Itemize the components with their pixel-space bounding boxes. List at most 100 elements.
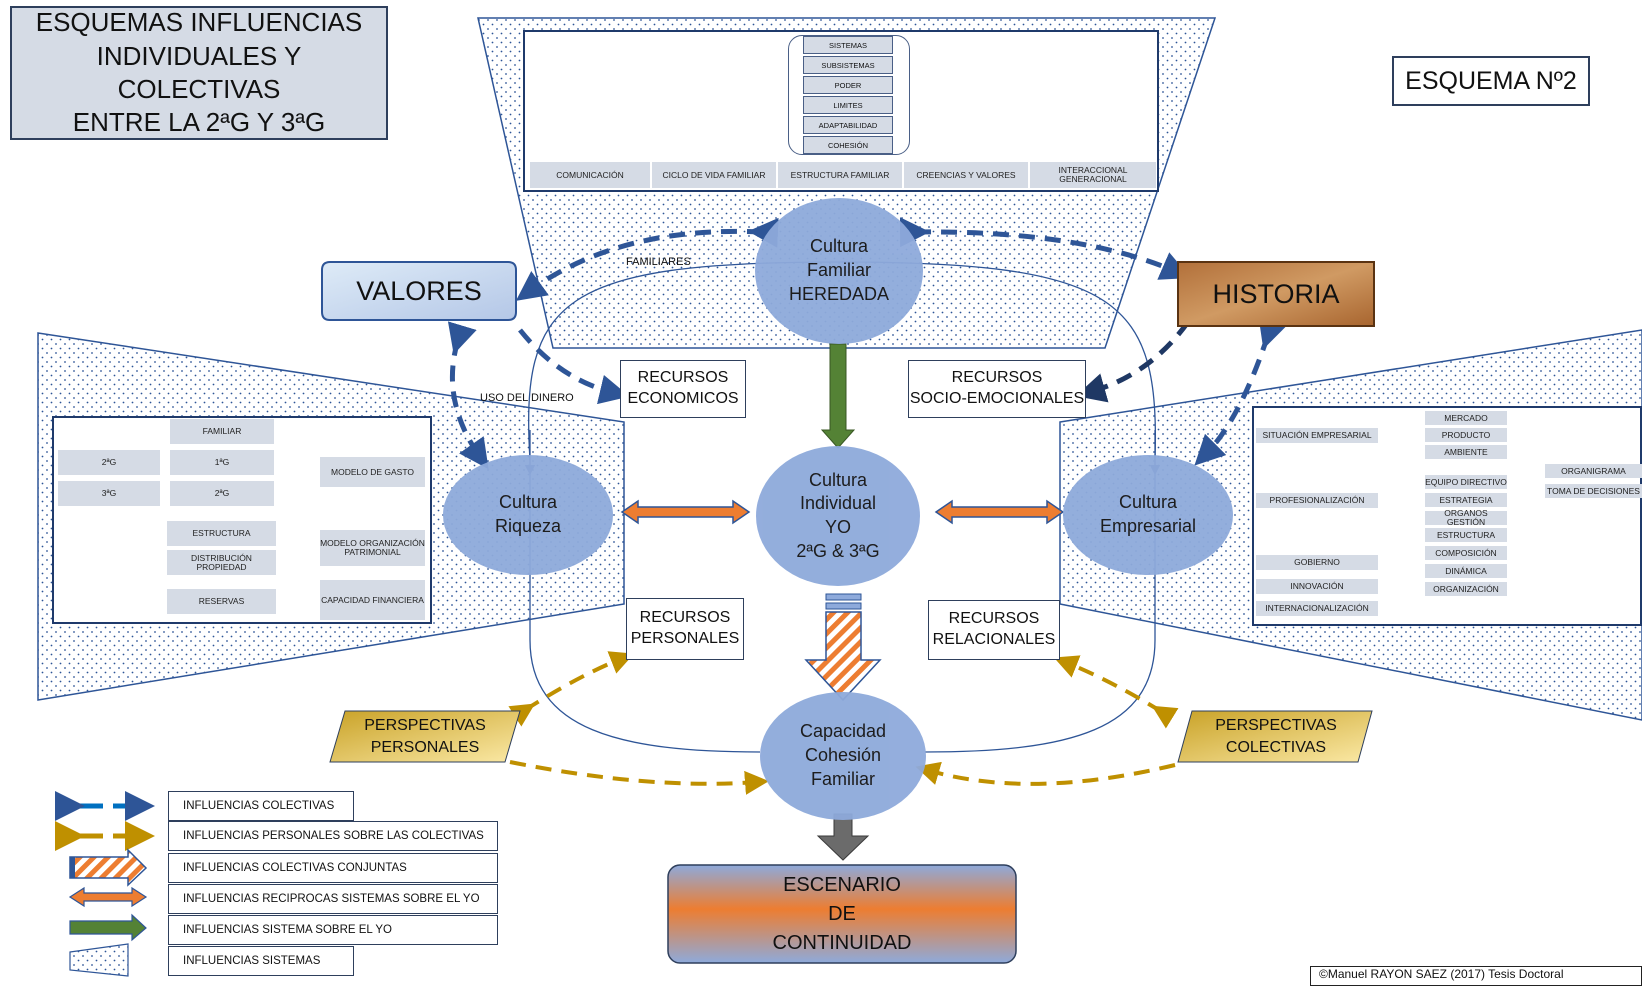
node-cultura-individual: Cultura Individual YO 2ªG & 3ªG [756, 446, 920, 586]
valores-box [321, 261, 517, 321]
striped-arrow-colectivas-conjuntas [804, 593, 882, 702]
legend-item: INFLUENCIAS COLECTIVAS CONJUNTAS [168, 853, 498, 883]
node-cultura-riqueza: Cultura Riqueza [443, 455, 613, 575]
orange-arrow-individual-empresarial [934, 499, 1065, 525]
left-item: RESERVAS [167, 589, 276, 614]
resource-line: SOCIO-EMOCIONALES [909, 390, 1085, 407]
stack-item: LIMITES [803, 96, 893, 114]
right-left-item: GOBIERNO [1256, 555, 1378, 570]
stack-item: ADAPTABILIDAD [803, 116, 893, 134]
gen-item: 2ªG [58, 450, 160, 475]
left-right-item: MODELO DE GASTO [320, 457, 425, 487]
gray-arrow-escenario [816, 813, 870, 861]
historia-label: HISTORIA [1212, 278, 1340, 309]
flow-historia-socioemocionales [1075, 320, 1191, 403]
resource-line: RECURSOS [637, 369, 729, 387]
node-line: Cultura [498, 492, 558, 513]
right-left-item: INNOVACIÓN [1256, 579, 1378, 594]
recursos-socioemocionales: RECURSOS SOCIO-EMOCIONALES [908, 360, 1086, 418]
perspectivas-colectivas-label: PERSPECTIVAS COLECTIVAS [1188, 711, 1364, 762]
right-left-item: PROFESIONALIZACIÓN [1256, 493, 1378, 508]
stack-bracket [788, 35, 910, 155]
scheme-label: ESQUEMA Nº2 [1392, 56, 1590, 106]
left-right-item: CAPACIDAD FINANCIERA [320, 580, 425, 620]
legend-item: INFLUENCIAS SISTEMAS [168, 946, 354, 976]
right-middle-item: ESTRUCTURA [1425, 528, 1507, 542]
bar-item: INTERACCIONAL GENERACIONAL [1030, 162, 1156, 188]
valores-label: VALORES [356, 275, 482, 306]
escenario-line: ESCENARIO [783, 873, 901, 896]
right-middle-item: EQUIPO DIRECTIVO [1425, 475, 1507, 489]
escenario-line: CONTINUIDAD [772, 931, 912, 954]
legend-item: INFLUENCIAS COLECTIVAS [168, 791, 354, 821]
resource-line: PERSONALES [630, 630, 740, 647]
orange-arrow-riqueza-individual [620, 499, 751, 525]
right-left-item: INTERNACIONALIZACIÓN [1256, 601, 1378, 616]
legend-item: INFLUENCIAS SISTEMA SOBRE EL YO [168, 915, 498, 945]
escenario-line: DE [828, 902, 856, 925]
node-capacidad-cohesion: Capacidad Cohesión Familiar [760, 692, 926, 820]
node-line: Cultura [808, 469, 868, 490]
recursos-personales: RECURSOS PERSONALES [626, 598, 744, 660]
copyright-label: ©Manuel RAYON SAEZ (2017) Tesis Doctoral [1310, 966, 1642, 986]
node-line: HEREDADA [788, 283, 890, 304]
bar-item: CICLO DE VIDA FAMILIAR [652, 162, 776, 188]
left-right-item: MODELO ORGANIZACIÓN PATRIMONIAL [320, 530, 425, 566]
historia-box [1177, 261, 1375, 327]
node-line: Riqueza [494, 516, 562, 536]
node-line: Cohesión [804, 745, 882, 766]
stack-item: SUBSISTEMAS [803, 56, 893, 74]
gen-item: 3ªG [58, 481, 160, 506]
node-line: Familiar [806, 260, 871, 281]
stack-item: PODER [803, 76, 893, 94]
right-middle-item: ESTRATEGIA [1425, 493, 1507, 507]
flow-personales-recursos [508, 651, 635, 727]
right-middle-item: PRODUCTO [1425, 428, 1507, 442]
right-far-item: ORGANIGRAMA [1545, 464, 1642, 478]
recursos-economicos: RECURSOS ECONOMICOS [620, 360, 746, 418]
persp-line: PERSPECTIVAS [1215, 716, 1337, 734]
perspectivas-personales-box [329, 710, 521, 763]
resource-line: RECURSOS [951, 369, 1043, 387]
perspectivas-colectivas-box [1177, 710, 1373, 763]
bar-item: ESTRUCTURA FAMILIAR [778, 162, 902, 188]
legend-item: INFLUENCIAS RECIPROCAS SISTEMAS SOBRE EL… [168, 884, 498, 914]
title-line-1: ESQUEMAS INFLUENCIAS [35, 7, 363, 38]
flow-familiar-valores [515, 217, 779, 301]
resource-line: RECURSOS [948, 610, 1040, 628]
flow-personales-capacidad [509, 760, 769, 795]
flow-valores-riqueza [447, 321, 489, 470]
left-item: ESTRUCTURA [167, 521, 276, 546]
legend-item: INFLUENCIAS PERSONALES SOBRE LAS COLECTI… [168, 821, 498, 851]
persp-line: COLECTIVAS [1225, 738, 1327, 756]
flow-valores-economicos [518, 328, 630, 405]
right-middle-item: AMBIENTE [1425, 445, 1507, 459]
green-arrow-sistema-yo [820, 343, 856, 449]
recursos-relacionales: RECURSOS RELACIONALES [928, 600, 1060, 660]
title-line-2: INDIVIDUALES Y COLECTIVAS [96, 40, 302, 104]
diagram-title: ESQUEMAS INFLUENCIAS INDIVIDUALES Y COLE… [10, 6, 388, 140]
left-item: 2ªG [170, 481, 274, 506]
bar-item: CREENCIAS Y VALORES [904, 162, 1028, 188]
node-line: Cultura [809, 236, 869, 257]
stack-item: COHESIÓN [803, 136, 893, 154]
persp-line: PERSPECTIVAS [364, 716, 486, 734]
right-middle-item: ORGANIZACIÓN [1425, 582, 1507, 596]
bar-item: COMUNICACIÓN [530, 162, 650, 188]
node-line: Familiar [810, 768, 875, 789]
right-middle-item: COMPOSICIÓN [1425, 546, 1507, 560]
right-left-item: SITUACIÓN EMPRESARIAL [1256, 428, 1378, 443]
node-line: 2ªG & 3ªG [796, 540, 880, 561]
persp-line: PERSONALES [370, 738, 480, 756]
familiares-label: FAMILIARES [626, 256, 691, 268]
right-middle-item: ORGANOS GESTIÓN [1425, 509, 1507, 526]
node-line: Individual [799, 493, 877, 514]
title-line-3: ENTRE LA 2ªG Y 3ªG [72, 107, 326, 138]
resource-line: RELACIONALES [932, 631, 1056, 648]
resource-line: RECURSOS [639, 609, 731, 627]
flow-colectivas-capacidad [915, 761, 1176, 786]
left-item: DISTRIBUCIÓN PROPIEDAD [167, 550, 276, 575]
left-item: 1ªG [170, 450, 274, 475]
perspectivas-personales-label: PERSPECTIVAS PERSONALES [340, 711, 510, 762]
left-item: FAMILIAR [170, 419, 274, 444]
